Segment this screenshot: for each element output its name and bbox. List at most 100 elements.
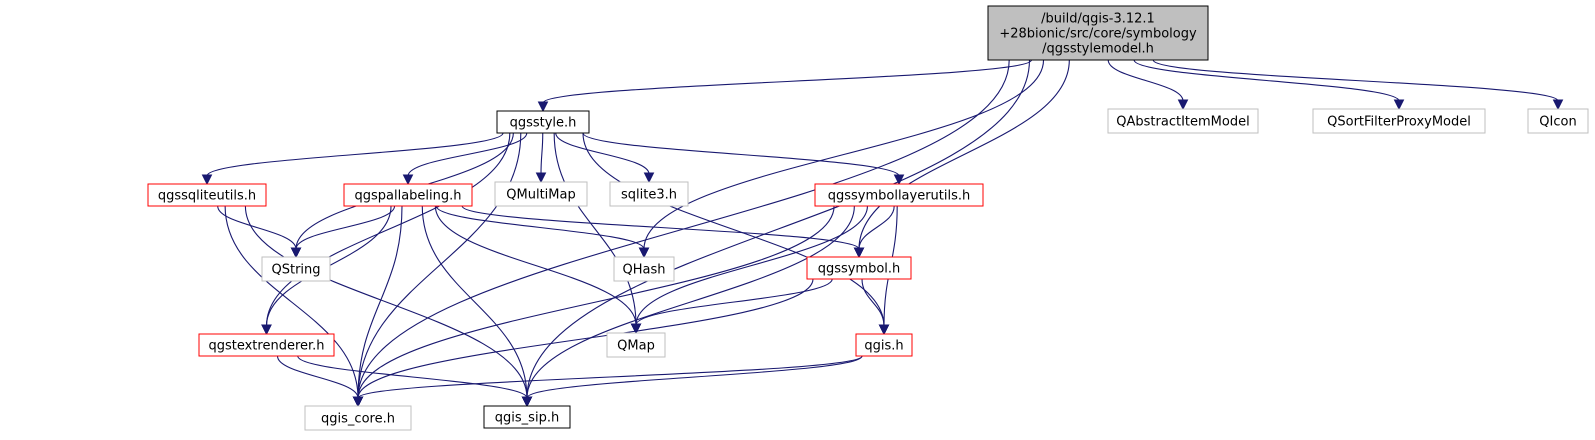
node-box-qgis xyxy=(855,333,913,357)
arrowhead-qgspallabeling-to-qstring xyxy=(290,247,302,259)
edge-qgsstyle-to-qgssqliteutils xyxy=(206,132,504,177)
node-box-qsortfilterproxymodel xyxy=(1312,108,1486,134)
node-label-qgssymbollayerutils-0: qgssymbollayerutils.h xyxy=(828,189,971,204)
node-box-qicon xyxy=(1527,108,1589,134)
edge-qgsstyle-to-qgspallabeling xyxy=(407,132,528,177)
arrowhead-qgsstyle-to-sqlite3 xyxy=(643,172,655,184)
edge-qgsstyle-to-qgstextrenderer xyxy=(265,132,511,327)
edge-root-to-qsortfilterproxymodel xyxy=(1133,59,1400,102)
edge-root-to-qabstractitemmodel xyxy=(1107,59,1184,102)
arrowhead-root-to-qicon xyxy=(1552,99,1564,111)
arrowhead-root-to-qsortfilterproxymodel xyxy=(1393,99,1405,111)
node-label-qgspallabeling-0: qgspallabeling.h xyxy=(354,189,461,204)
node-box-root xyxy=(987,5,1209,61)
arrowhead-qgsstyle-to-qgssqliteutils xyxy=(201,174,213,186)
edge-qgssqliteutils-to-qgis_sip xyxy=(244,205,528,399)
arrowhead-qgssymbol-to-qmap xyxy=(630,323,642,335)
edge-root-to-qgsstyle xyxy=(542,59,1032,104)
node-qsortfilterproxymodel: QSortFilterProxyModel xyxy=(1312,108,1486,134)
edge-qgspallabeling-to-qhash xyxy=(435,205,645,250)
node-label-qgssqliteutils-0: qgssqliteutils.h xyxy=(158,189,256,204)
node-box-qgssymbol xyxy=(806,256,912,280)
node-qicon: QIcon xyxy=(1527,108,1589,134)
edge-root-to-qicon xyxy=(1152,59,1559,102)
node-box-sqlite3 xyxy=(609,181,689,207)
edge-qgspallabeling-to-qgssymbol xyxy=(461,205,860,250)
node-label-qmap-0: QMap xyxy=(617,339,655,354)
edge-qgsstyle-to-qmap xyxy=(553,132,637,326)
node-qmap: QMap xyxy=(606,332,666,358)
node-qgsstyle[interactable]: qgsstyle.h xyxy=(496,110,590,134)
edge-qgssymbollayerutils-to-qgis_sip xyxy=(526,205,855,399)
node-label-sqlite3-0: sqlite3.h xyxy=(621,188,677,203)
arrowhead-qgspallabeling-to-qgstextrenderer xyxy=(261,324,272,336)
edge-qgsstyle-to-qgssymbollayerutils xyxy=(582,132,900,177)
edge-qgis-to-qgis_core xyxy=(357,355,863,399)
nodes-layer: /build/qgis-3.12.1+28bionic/src/core/sym… xyxy=(147,5,1589,431)
node-label-qabstractitemmodel-0: QAbstractItemModel xyxy=(1116,115,1249,130)
edge-qgis-to-qgis_sip xyxy=(526,355,863,399)
arrowhead-qgssymbollayerutils-to-qgssymbol xyxy=(853,247,865,259)
node-qgis[interactable]: qgis.h xyxy=(855,333,913,357)
edge-qgssymbollayerutils-to-qgis_core xyxy=(357,205,835,399)
arrowhead-qgsstyle-to-qgssymbollayerutils xyxy=(893,174,905,186)
node-label-qmultimap-0: QMultiMap xyxy=(506,188,575,203)
edge-qgsstyle-to-sqlite3 xyxy=(555,132,650,175)
node-label-qgis_core-0: qgis_core.h xyxy=(321,412,395,427)
node-label-qhash-0: QHash xyxy=(623,263,666,278)
node-label-qicon-0: QIcon xyxy=(1539,115,1576,130)
node-box-qabstractitemmodel xyxy=(1107,108,1259,134)
node-box-qstring xyxy=(261,256,331,282)
node-box-qgssqliteutils xyxy=(147,183,267,207)
edge-qgstextrenderer-to-qgis_core xyxy=(276,355,359,399)
edge-root-to-qhash xyxy=(643,59,1045,250)
node-qgspallabeling[interactable]: qgspallabeling.h xyxy=(343,183,473,207)
edge-qgssymbol-to-qmap xyxy=(635,278,833,326)
node-qgssqliteutils[interactable]: qgssqliteutils.h xyxy=(147,183,267,207)
node-label-root-0: /build/qgis-3.12.1 xyxy=(1041,12,1155,27)
node-qgstextrenderer[interactable]: qgstextrenderer.h xyxy=(198,333,335,357)
node-box-qmultimap xyxy=(494,181,588,207)
edge-qgssymbol-to-qgis_core xyxy=(357,278,814,399)
arrowhead-qgspallabeling-to-qhash xyxy=(638,247,650,259)
arrowhead-qgis-to-qgis_core xyxy=(352,396,364,408)
node-box-qgis_sip xyxy=(483,405,571,429)
node-box-qhash xyxy=(613,256,675,282)
node-box-qgssymbollayerutils xyxy=(814,183,984,207)
edge-qgstextrenderer-to-qgis_sip xyxy=(297,355,528,399)
node-qstring: QString xyxy=(261,256,331,282)
node-sqlite3: sqlite3.h xyxy=(609,181,689,207)
node-box-qgis_core xyxy=(304,405,412,431)
edge-qgspallabeling-to-qgis_core xyxy=(357,205,403,399)
node-label-root-1: +28bionic/src/core/symbology xyxy=(999,27,1197,42)
edge-qgssqliteutils-to-qgis_core xyxy=(224,205,359,399)
node-qmultimap: QMultiMap xyxy=(494,181,588,207)
node-label-qgis_sip-0: qgis_sip.h xyxy=(495,411,559,426)
node-qgis_sip[interactable]: qgis_sip.h xyxy=(483,405,571,429)
node-qgssymbol[interactable]: qgssymbol.h xyxy=(806,256,912,280)
node-qgis_core: qgis_core.h xyxy=(304,405,412,431)
node-root[interactable]: /build/qgis-3.12.1+28bionic/src/core/sym… xyxy=(987,5,1209,61)
edge-qgssymbollayerutils-to-qmap xyxy=(635,205,868,326)
node-qabstractitemmodel: QAbstractItemModel xyxy=(1107,108,1259,134)
node-box-qgstextrenderer xyxy=(198,333,335,357)
arrowhead-root-to-qgsstyle xyxy=(537,101,549,113)
node-label-qgis-0: qgis.h xyxy=(864,339,903,354)
edge-qgssymbollayerutils-to-qgssymbol xyxy=(858,205,895,250)
node-box-qmap xyxy=(606,332,666,358)
edges-layer xyxy=(201,59,1564,408)
edge-qgssqliteutils-to-qstring xyxy=(217,205,297,250)
arrowhead-root-to-qabstractitemmodel xyxy=(1177,99,1189,111)
edge-root-to-qgis_sip xyxy=(526,59,1031,399)
edge-qgspallabeling-to-qmap xyxy=(434,205,637,326)
node-box-qgspallabeling xyxy=(343,183,473,207)
node-label-qgssymbol-0: qgssymbol.h xyxy=(818,262,901,277)
node-qgssymbollayerutils[interactable]: qgssymbollayerutils.h xyxy=(814,183,984,207)
edge-qgsstyle-to-qgis_core xyxy=(357,132,522,399)
node-box-qgsstyle xyxy=(496,110,590,134)
arrowhead-qgsstyle-to-qgspallabeling xyxy=(402,174,414,186)
node-label-qstring-0: QString xyxy=(271,263,320,278)
edge-qgsstyle-to-qgis xyxy=(582,132,885,327)
edge-qgspallabeling-to-qgis_sip xyxy=(421,205,528,399)
